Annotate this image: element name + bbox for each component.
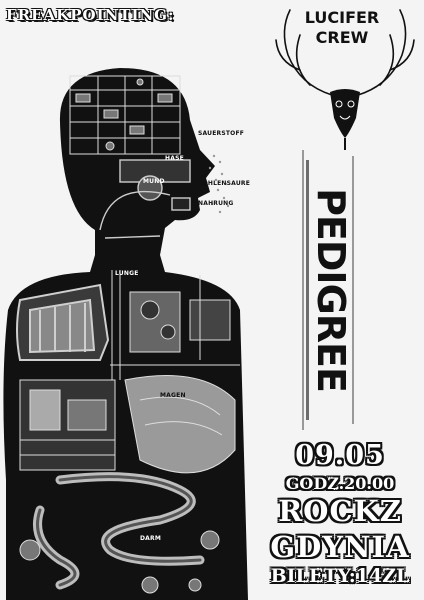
crew-line-2: CREW [315, 28, 369, 47]
label-darm: DARM [140, 535, 162, 542]
mouth-machinery [99, 159, 191, 239]
label-magen: MAGEN [160, 392, 186, 399]
label-lunge: LUNGE [115, 270, 139, 277]
bottom-gears [19, 530, 220, 594]
event-date: 09.05 [295, 440, 385, 471]
event-tickets: BILETY:14ZL [270, 565, 410, 587]
brain-compartments [69, 75, 181, 155]
crew-name: LUCIFER CREW [282, 8, 402, 48]
skull-shape [330, 89, 360, 138]
label-nahrung: NAHRUNG [198, 200, 234, 207]
pedigree-logo: PEDIGREE [302, 150, 354, 430]
label-hase: HASE [165, 155, 184, 162]
event-city: GDYNIA [270, 530, 410, 564]
event-club: ROCKZ [278, 494, 402, 528]
pedigree-logo-text: PEDIGREE [309, 188, 353, 392]
label-kohlensaure: KOHLENSAURE [198, 180, 251, 187]
stag-skull-logo [275, 9, 415, 150]
lung-chamber [16, 283, 110, 361]
pump-machinery [110, 270, 240, 380]
event-time: GODZ.20.00 [285, 474, 395, 493]
stomach-workshop [19, 375, 236, 474]
label-sauerstoff: SAUERSTOFF [198, 130, 245, 137]
airflow-dots [208, 154, 230, 214]
headline: FREAKPOINTING: [6, 6, 175, 24]
intestine-tubes-inner [36, 475, 202, 587]
label-mund: MUND [143, 178, 165, 185]
industrial-body-illustration [3, 68, 248, 600]
crew-line-1: LUCIFER [304, 8, 380, 27]
